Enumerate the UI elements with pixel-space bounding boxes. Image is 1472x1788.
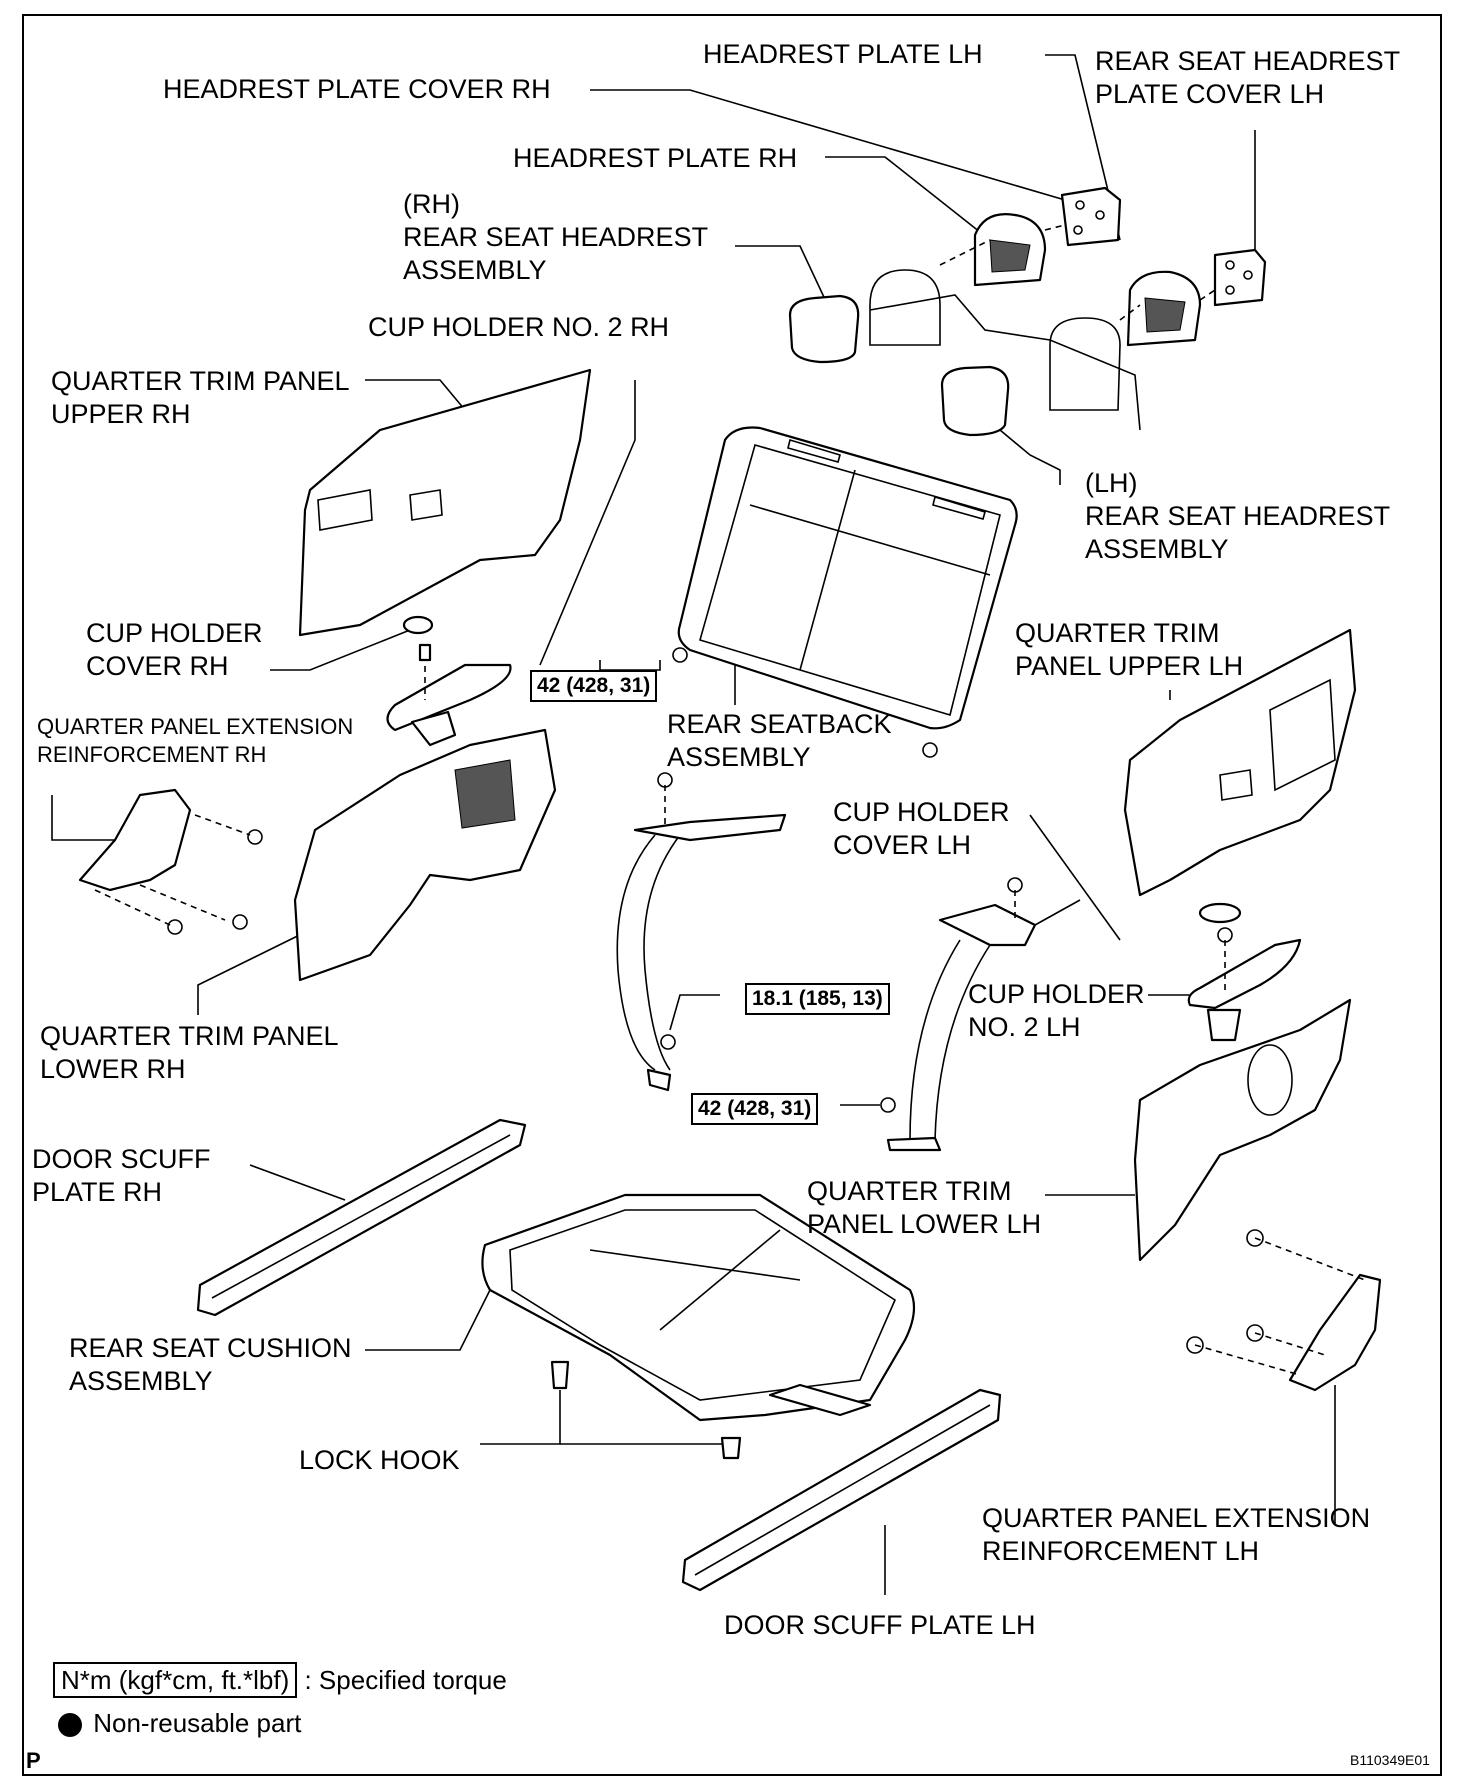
seat-frame-stays bbox=[869, 224, 1216, 431]
label-rear-seat-headrest-assembly-rh: (RH) REAR SEAT HEADREST ASSEMBLY bbox=[403, 189, 709, 285]
quarter-panel-extension-reinforcement-rh-drawing bbox=[78, 788, 263, 935]
label-headrest-plate-cover-rh: HEADREST PLATE COVER RH bbox=[163, 74, 551, 104]
label-rear-seat-headrest-plate-cover-lh: REAR SEAT HEADREST PLATE COVER LH bbox=[1095, 46, 1401, 109]
label-cup-holder-cover-rh: CUP HOLDER COVER RH bbox=[86, 618, 263, 681]
diagram-frame bbox=[22, 14, 1442, 1776]
quarter-trim-panel-lower-lh-drawing bbox=[1133, 998, 1352, 1262]
label-rear-seat-cushion-assembly: REAR SEAT CUSHION ASSEMBLY bbox=[69, 1333, 352, 1396]
label-quarter-panel-extension-reinforcement-lh: QUARTER PANEL EXTENSION REINFORCEMENT LH bbox=[982, 1503, 1371, 1566]
figure-code: B110349E01 bbox=[1350, 1752, 1430, 1768]
label-door-scuff-plate-rh: DOOR SCUFF PLATE RH bbox=[32, 1144, 211, 1207]
legend-torque: N*m (kgf*cm, ft.*lbf) : Specified torque bbox=[53, 1662, 507, 1698]
leader-lines bbox=[51, 54, 1336, 1595]
label-quarter-trim-panel-lower-rh: QUARTER TRIM PANEL LOWER RH bbox=[40, 1021, 339, 1084]
headrest-plate-cover-rh-drawing bbox=[1060, 186, 1122, 247]
label-quarter-trim-panel-lower-lh: QUARTER TRIM PANEL LOWER LH bbox=[807, 1176, 1042, 1239]
torque-belt-mid-bolt: 18.1 (185, 13) bbox=[745, 983, 890, 1015]
label-quarter-trim-panel-upper-rh: QUARTER TRIM PANEL UPPER RH bbox=[51, 366, 350, 429]
label-quarter-trim-panel-upper-lh: QUARTER TRIM PANEL UPPER LH bbox=[1015, 618, 1244, 681]
cup-holder-cover-lh-drawing bbox=[1198, 902, 1242, 924]
cup-holder-no2-lh-drawing bbox=[1187, 927, 1302, 1042]
torque-seatback-bolt: 42 (428, 31) bbox=[530, 670, 658, 702]
headrest-plate-rh-drawing bbox=[973, 213, 1047, 287]
label-cup-holder-cover-lh: CUP HOLDER COVER LH bbox=[833, 797, 1010, 860]
quarter-trim-panel-upper-rh-drawing bbox=[298, 368, 592, 637]
quarter-trim-panel-lower-rh-drawing bbox=[293, 728, 557, 982]
rear-seat-headrest-plate-cover-lh-drawing bbox=[1213, 248, 1267, 307]
legend-torque-desc: : Specified torque bbox=[304, 1665, 507, 1695]
door-scuff-plate-lh-drawing bbox=[681, 1388, 1002, 1592]
corner-letter: P bbox=[26, 1748, 41, 1773]
label-lock-hook: LOCK HOOK bbox=[299, 1445, 460, 1475]
legend-nonreusable-text: Non-reusable part bbox=[93, 1708, 302, 1738]
torque-belt-lower-bolt: 42 (428, 31) bbox=[691, 1093, 819, 1125]
quarter-trim-panel-upper-lh-drawing bbox=[1123, 628, 1357, 897]
seat-belt-lh-drawing bbox=[880, 877, 1081, 1152]
seat-belt-rh-drawing bbox=[616, 772, 787, 1092]
headrest-rh-drawing bbox=[788, 294, 860, 364]
headrest-plate-lh-drawing bbox=[1126, 270, 1202, 347]
headrest-lh-drawing bbox=[940, 365, 1010, 437]
label-cup-holder-no2-rh: CUP HOLDER NO. 2 RH bbox=[368, 312, 670, 342]
label-quarter-panel-extension-reinforcement-rh: QUARTER PANEL EXTENSION REINFORCEMENT RH bbox=[37, 714, 354, 767]
cup-holder-no2-rh-drawing bbox=[386, 643, 512, 747]
door-scuff-plate-rh-drawing bbox=[196, 1118, 527, 1317]
label-rear-seatback-assembly: REAR SEATBACK ASSEMBLY bbox=[667, 709, 892, 772]
nonreusable-dot-icon bbox=[58, 1713, 82, 1738]
label-rear-seat-headrest-assembly-lh: (LH) REAR SEAT HEADREST ASSEMBLY bbox=[1085, 468, 1391, 564]
label-cup-holder-no2-lh: CUP HOLDER NO. 2 LH bbox=[968, 979, 1145, 1042]
label-door-scuff-plate-lh: DOOR SCUFF PLATE LH bbox=[724, 1610, 1036, 1640]
rear-seatback-assembly-drawing bbox=[672, 426, 1018, 758]
cup-holder-cover-rh-drawing bbox=[402, 615, 434, 635]
rear-seat-cushion-assembly-drawing bbox=[481, 1193, 916, 1422]
legend-torque-units: N*m (kgf*cm, ft.*lbf) bbox=[53, 1662, 298, 1698]
label-headrest-plate-rh: HEADREST PLATE RH bbox=[513, 143, 798, 173]
label-headrest-plate-lh: HEADREST PLATE LH bbox=[703, 39, 983, 69]
quarter-panel-extension-reinforcement-lh-drawing bbox=[1186, 1229, 1382, 1392]
legend-nonreusable: Non-reusable part bbox=[58, 1707, 301, 1739]
lock-hook-drawings bbox=[550, 1360, 742, 1460]
